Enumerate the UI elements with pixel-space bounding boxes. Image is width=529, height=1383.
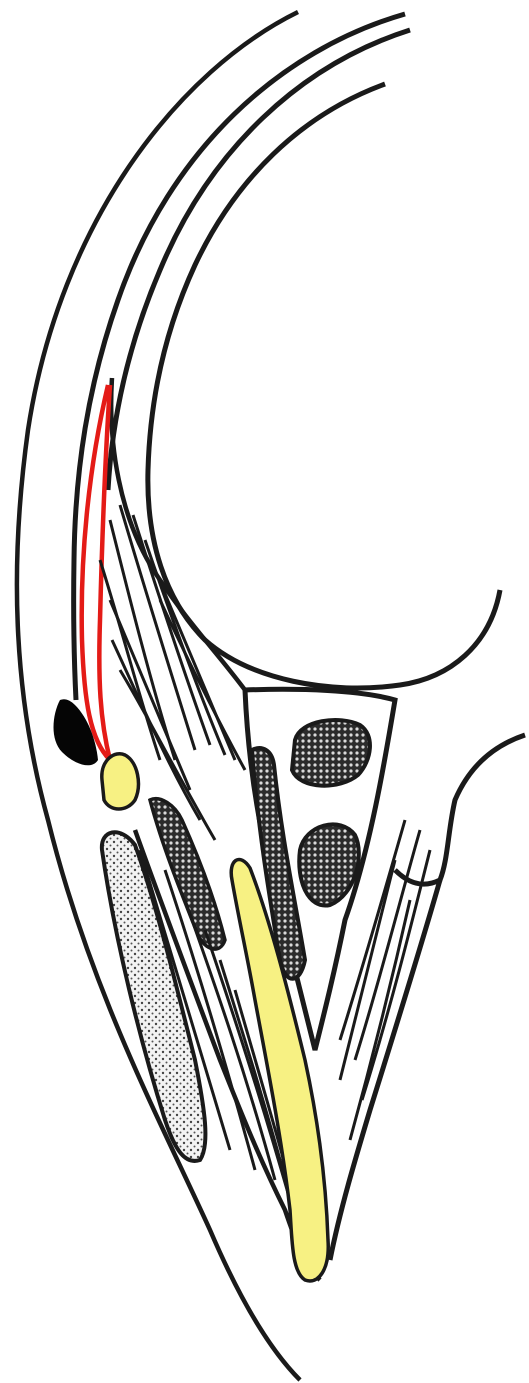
conjunctival-fold-inner <box>330 880 440 1260</box>
inner-arc-tarsal <box>111 378 245 690</box>
upper-arc-3 <box>148 84 500 688</box>
yellow-gland-small <box>102 754 139 809</box>
black-nodule <box>54 699 99 765</box>
tarsal-gland-large <box>292 720 370 786</box>
conjunctival-fold <box>395 735 525 884</box>
red-structure <box>82 385 110 760</box>
upper-arc-1 <box>74 14 405 700</box>
